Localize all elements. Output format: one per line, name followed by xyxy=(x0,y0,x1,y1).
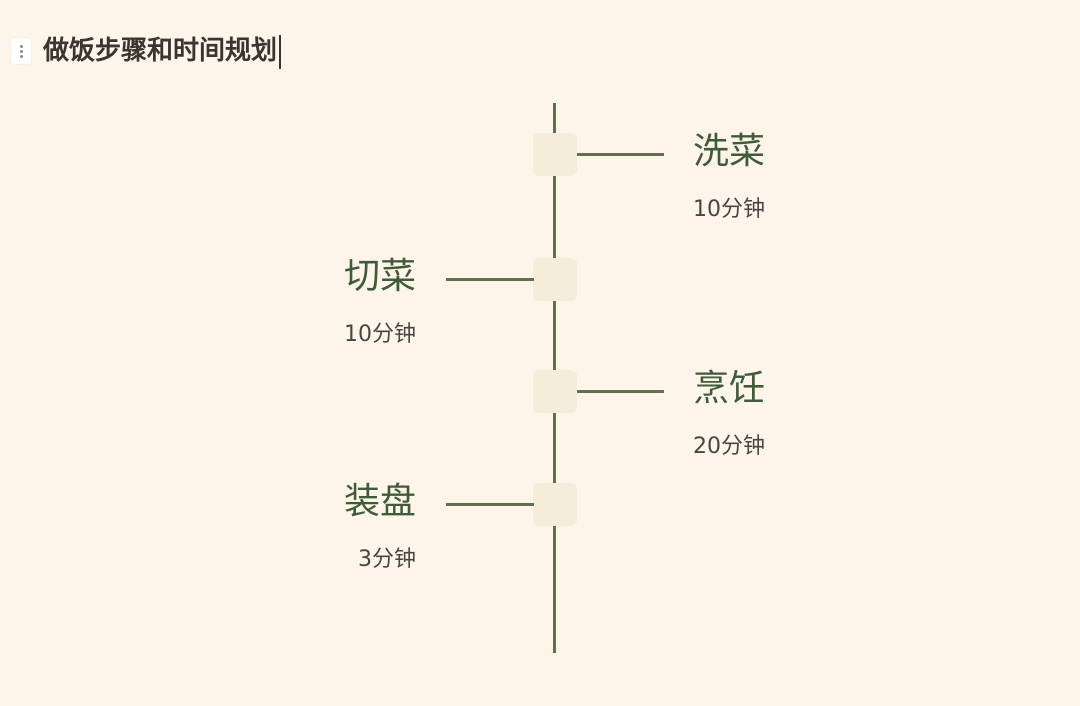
drag-handle-icon xyxy=(19,44,23,48)
timeline-node-4 xyxy=(533,483,577,526)
text-cursor xyxy=(279,34,281,69)
step-duration-3: 20分钟 xyxy=(693,434,765,459)
step-label-3: 烹饪 xyxy=(693,368,766,409)
step-duration-1: 10分钟 xyxy=(693,197,765,222)
page-title[interactable]: 做饭步骤和时间规划 xyxy=(43,32,281,70)
connector-4 xyxy=(446,503,534,506)
page-title-text: 做饭步骤和时间规划 xyxy=(43,36,278,66)
step-duration-2: 10分钟 xyxy=(344,322,416,347)
drag-handle-dot xyxy=(19,54,23,58)
connector-1 xyxy=(577,153,664,156)
timeline-node-2 xyxy=(533,258,577,301)
step-duration-4: 3分钟 xyxy=(358,547,416,572)
timeline-node-1 xyxy=(533,133,577,176)
step-label-2: 切菜 xyxy=(343,256,416,297)
timeline-node-3 xyxy=(533,370,577,413)
drag-handle-dot xyxy=(19,49,23,53)
connector-3 xyxy=(577,390,664,393)
step-label-4: 装盘 xyxy=(343,481,416,522)
connector-2 xyxy=(446,278,534,281)
step-label-1: 洗菜 xyxy=(693,131,766,172)
block-drag-handle[interactable] xyxy=(11,38,31,64)
